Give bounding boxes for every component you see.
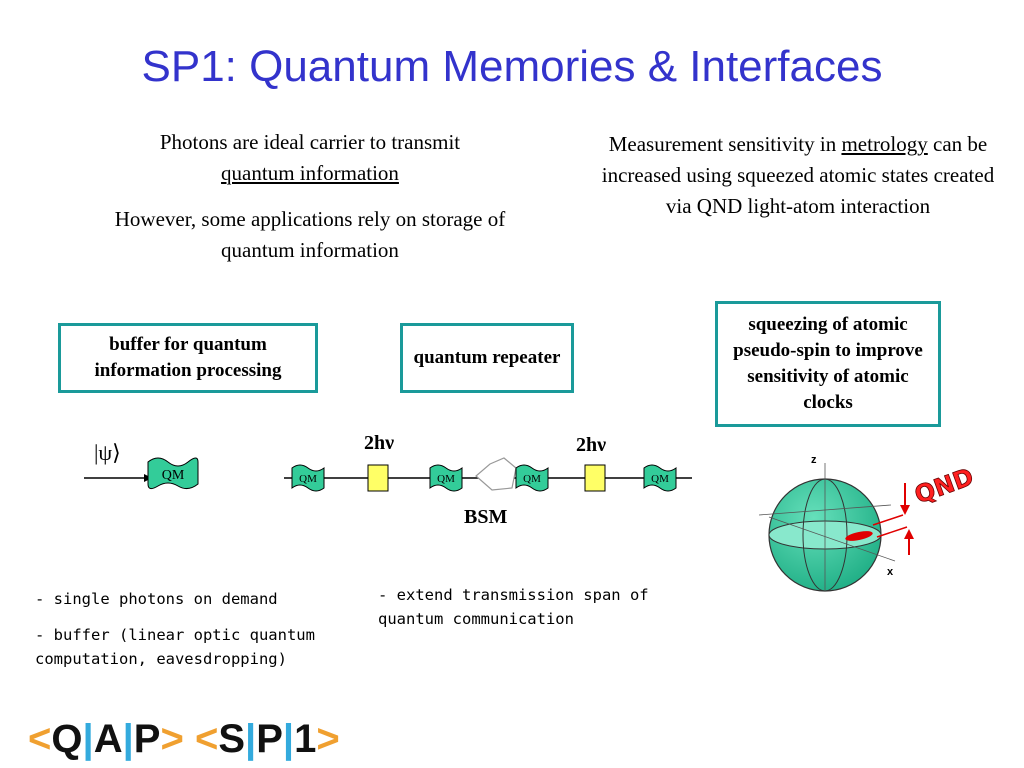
- left-note-2: - buffer (linear optic quantum computati…: [35, 626, 315, 668]
- bsm-shape: [475, 457, 517, 491]
- right-paragraph-post: can be increased using squeezed atomic s…: [601, 132, 995, 218]
- y-axis: [758, 504, 892, 516]
- slide-title: SP1: Quantum Memories & Interfaces: [141, 42, 883, 91]
- repeater-diagram: QM QM QM QM: [278, 428, 698, 533]
- left-paragraph-2: However, some applications rely on stora…: [114, 207, 506, 262]
- middle-note-1: - extend transmission span of quantum co…: [378, 586, 649, 628]
- qap-sp1-logo: <Q|A|P> <S|P|1>: [28, 712, 368, 762]
- logo-text: <Q|A|P> <S|P|1>: [28, 717, 340, 761]
- repeater-qm-2: QM: [429, 464, 463, 492]
- axis-z-label: z: [811, 454, 817, 466]
- qnd-marker-bottom: [876, 526, 908, 538]
- buffer-box: buffer for quantum information processin…: [58, 323, 318, 393]
- photon-pair-label-1: 2hν: [364, 432, 395, 454]
- qnd-arrow-up-head: [904, 529, 914, 539]
- logo-graphic: <Q|A|P> <S|P|1>: [28, 717, 340, 761]
- qm-label: QM: [162, 468, 185, 483]
- axis-x-label: x: [887, 566, 894, 578]
- left-note-1: - single photons on demand: [35, 590, 278, 608]
- qnd-arrow-down-head: [900, 505, 910, 515]
- qnd-marker-top: [872, 514, 904, 526]
- psi-ket-label: |ψ⟩: [94, 440, 121, 465]
- right-paragraph-pre: Measurement sensitivity in: [608, 132, 842, 156]
- left-paragraph-1-line1: Photons are ideal carrier to transmit: [159, 130, 461, 154]
- bloch-sphere-diagram: z x QND: [755, 445, 978, 595]
- repeater-graphic: QM QM QM QM: [284, 457, 692, 492]
- photon-pair-label-2: 2hν: [576, 434, 607, 456]
- quantum-information-link[interactable]: quantum information: [221, 161, 399, 185]
- single-memory-diagram: QM: [82, 436, 212, 496]
- qnd-label: QND: [911, 462, 975, 509]
- qm-memory-shape: [147, 457, 199, 490]
- photon-source-2: [584, 464, 606, 492]
- x-axis: [768, 516, 896, 562]
- repeater-qm-1-label: QM: [299, 473, 317, 485]
- left-paragraph-1: Photons are ideal carrier to transmit qu…: [110, 127, 510, 189]
- repeater-qm-3-label: QM: [523, 473, 541, 485]
- single-memory-graphic: QM: [84, 457, 199, 490]
- bloch-sphere-graphic: z x QND: [758, 454, 978, 592]
- photon-source-1: [367, 464, 389, 492]
- repeater-qm-4-label: QM: [651, 473, 669, 485]
- repeater-qm-4: QM: [643, 464, 677, 492]
- metrology-link[interactable]: metrology: [841, 132, 928, 156]
- repeater-qm-1: QM: [291, 464, 325, 492]
- right-paragraph: Measurement sensitivity in metrology can…: [598, 129, 998, 222]
- squeezing-box: squeezing of atomic pseudo-spin to impro…: [715, 301, 941, 427]
- squeezed-state: [845, 531, 873, 541]
- repeater-qm-2-label: QM: [437, 473, 455, 485]
- quantum-repeater-box: quantum repeater: [400, 323, 574, 393]
- repeater-qm-3: QM: [515, 464, 549, 492]
- bsm-label: BSM: [464, 506, 508, 528]
